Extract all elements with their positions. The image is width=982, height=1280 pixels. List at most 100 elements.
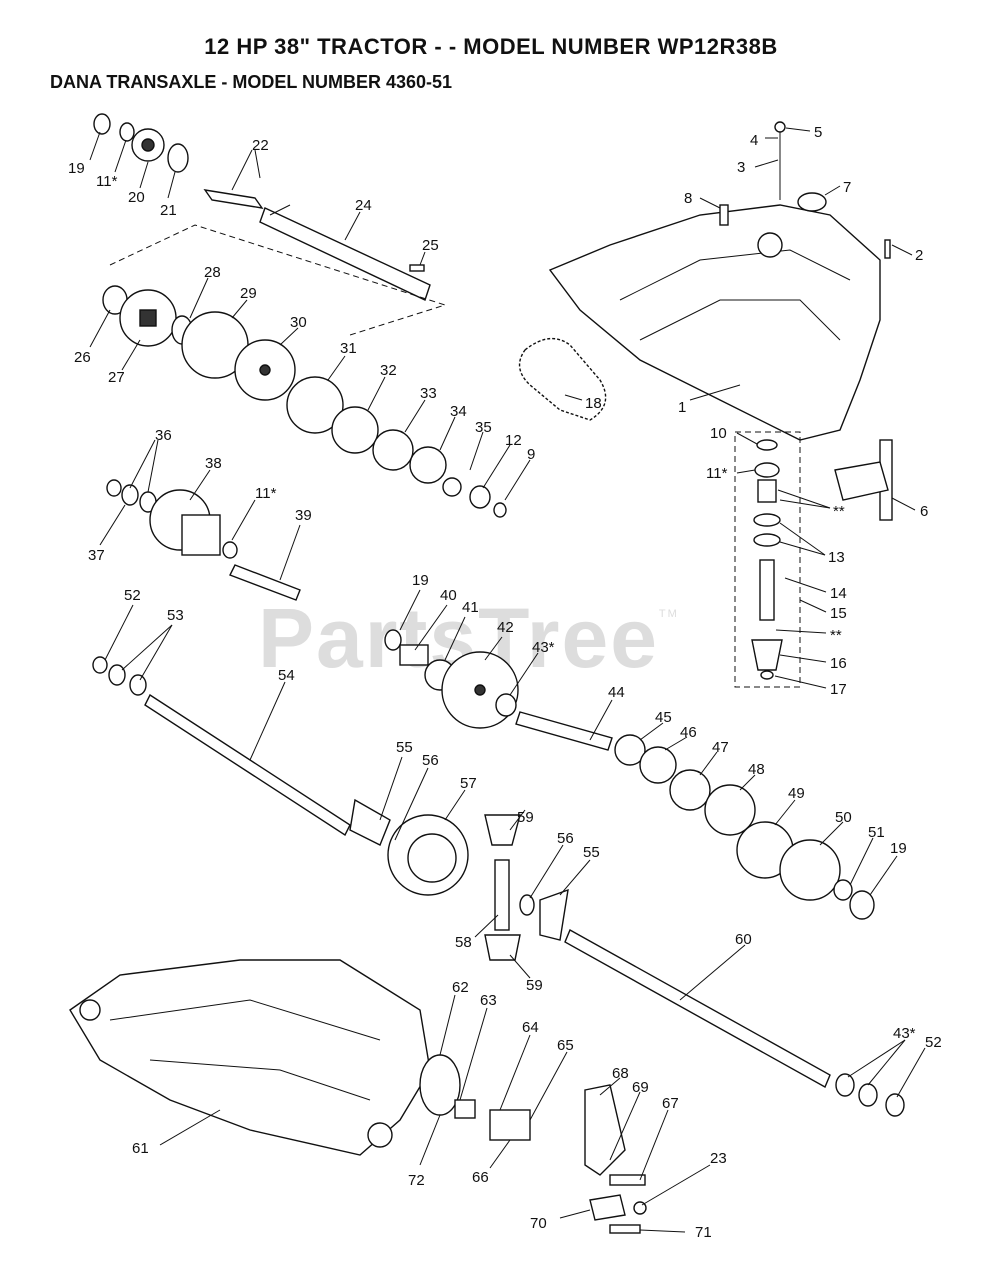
callout-40: 40 (440, 587, 457, 604)
callout-11star: 11* (96, 173, 118, 190)
callout-17: 17 (830, 681, 847, 698)
callout-46: 46 (680, 724, 697, 741)
callout-68: 68 (612, 1065, 629, 1082)
callout-66: 66 (472, 1169, 489, 1186)
gear-train-upper (102, 285, 507, 518)
callout-48: 48 (748, 761, 765, 778)
callout-25: 25 (422, 237, 439, 254)
callout-8: 8 (684, 190, 692, 207)
callout-34: 34 (450, 403, 467, 420)
callout-44: 44 (608, 684, 625, 701)
leader-lines (89, 127, 926, 1233)
callout-30: 30 (290, 314, 307, 331)
callout-28: 28 (204, 264, 221, 281)
callout-67: 67 (662, 1095, 679, 1112)
callout-starstar-b: ** (830, 627, 842, 644)
callout-58: 58 (455, 934, 472, 951)
callout-11star-b: 11* (255, 485, 277, 502)
callout-19: 19 (68, 160, 85, 177)
callout-63: 63 (480, 992, 497, 1009)
callout-54: 54 (278, 667, 295, 684)
pinion-column (734, 431, 893, 688)
callout-starstar-a: ** (833, 503, 845, 520)
callout-33: 33 (420, 385, 437, 402)
callout-19-b: 19 (412, 572, 429, 589)
callout-55-b: 55 (583, 844, 600, 861)
callout-42: 42 (497, 619, 514, 636)
callout-20: 20 (128, 189, 145, 206)
callout-38: 38 (205, 455, 222, 472)
callout-7: 7 (843, 179, 851, 196)
callout-53: 53 (167, 607, 184, 624)
housing-upper-1 (548, 121, 891, 441)
callout-11star-c: 11* (706, 465, 728, 482)
callout-59: 59 (517, 809, 534, 826)
callout-47: 47 (712, 739, 729, 756)
callout-56: 56 (422, 752, 439, 769)
callout-6: 6 (920, 503, 928, 520)
callout-50: 50 (835, 809, 852, 826)
brake-linkage (419, 1054, 647, 1234)
callout-36: 36 (155, 427, 172, 444)
callout-4: 4 (750, 132, 758, 149)
callout-13: 13 (828, 549, 845, 566)
callout-60: 60 (735, 931, 752, 948)
callout-5: 5 (814, 124, 822, 141)
callout-49: 49 (788, 785, 805, 802)
callout-59-b: 59 (526, 977, 543, 994)
upper-shaft-group (93, 113, 447, 336)
callout-9: 9 (527, 446, 535, 463)
callout-26: 26 (74, 349, 91, 366)
callout-39: 39 (295, 507, 312, 524)
callout-55: 55 (396, 739, 413, 756)
callout-37: 37 (88, 547, 105, 564)
callout-45: 45 (655, 709, 672, 726)
gear-group-40-43 (384, 629, 519, 729)
callout-70: 70 (530, 1215, 547, 1232)
callout-52: 52 (124, 587, 141, 604)
callout-19-c: 19 (890, 840, 907, 857)
callout-62: 62 (452, 979, 469, 996)
callout-12: 12 (505, 432, 522, 449)
callout-41: 41 (462, 599, 479, 616)
chain-18 (518, 337, 607, 421)
callout-35: 35 (475, 419, 492, 436)
callout-43star-b: 43* (893, 1025, 916, 1042)
callout-3: 3 (737, 159, 745, 176)
callout-65: 65 (557, 1037, 574, 1054)
callout-10: 10 (710, 425, 727, 442)
callout-27: 27 (108, 369, 125, 386)
diff-bevel-gears (484, 814, 569, 961)
callout-2: 2 (915, 247, 923, 264)
callout-23: 23 (710, 1150, 727, 1167)
callout-69: 69 (632, 1079, 649, 1096)
callout-24: 24 (355, 197, 372, 214)
page-subtitle: DANA TRANSAXLE - MODEL NUMBER 4360-51 (50, 72, 453, 92)
callout-51: 51 (868, 824, 885, 841)
callout-71: 71 (695, 1224, 712, 1241)
callout-56-b: 56 (557, 830, 574, 847)
callout-21: 21 (160, 202, 177, 219)
callout-16: 16 (830, 655, 847, 672)
axle-60 (564, 929, 905, 1117)
callout-29: 29 (240, 285, 257, 302)
callout-14: 14 (830, 585, 847, 602)
callout-22: 22 (252, 137, 269, 154)
shaft-44-gears (515, 711, 875, 920)
callout-72: 72 (408, 1172, 425, 1189)
callout-43star: 43* (532, 639, 555, 656)
callout-1: 1 (678, 399, 686, 416)
callout-18: 18 (585, 395, 602, 412)
callout-labels: 19 11* 20 21 22 24 25 26 27 28 29 30 31 … (68, 124, 942, 1241)
callout-52-b: 52 (925, 1034, 942, 1051)
shaft-54 (92, 656, 469, 896)
callout-61: 61 (132, 1140, 149, 1157)
callout-32: 32 (380, 362, 397, 379)
page-title: 12 HP 38" TRACTOR - - MODEL NUMBER WP12R… (204, 34, 778, 59)
gear-group-36-39 (106, 479, 301, 601)
housing-lower-61 (69, 959, 431, 1156)
callout-64: 64 (522, 1019, 539, 1036)
callout-31: 31 (340, 340, 357, 357)
callout-15: 15 (830, 605, 847, 622)
